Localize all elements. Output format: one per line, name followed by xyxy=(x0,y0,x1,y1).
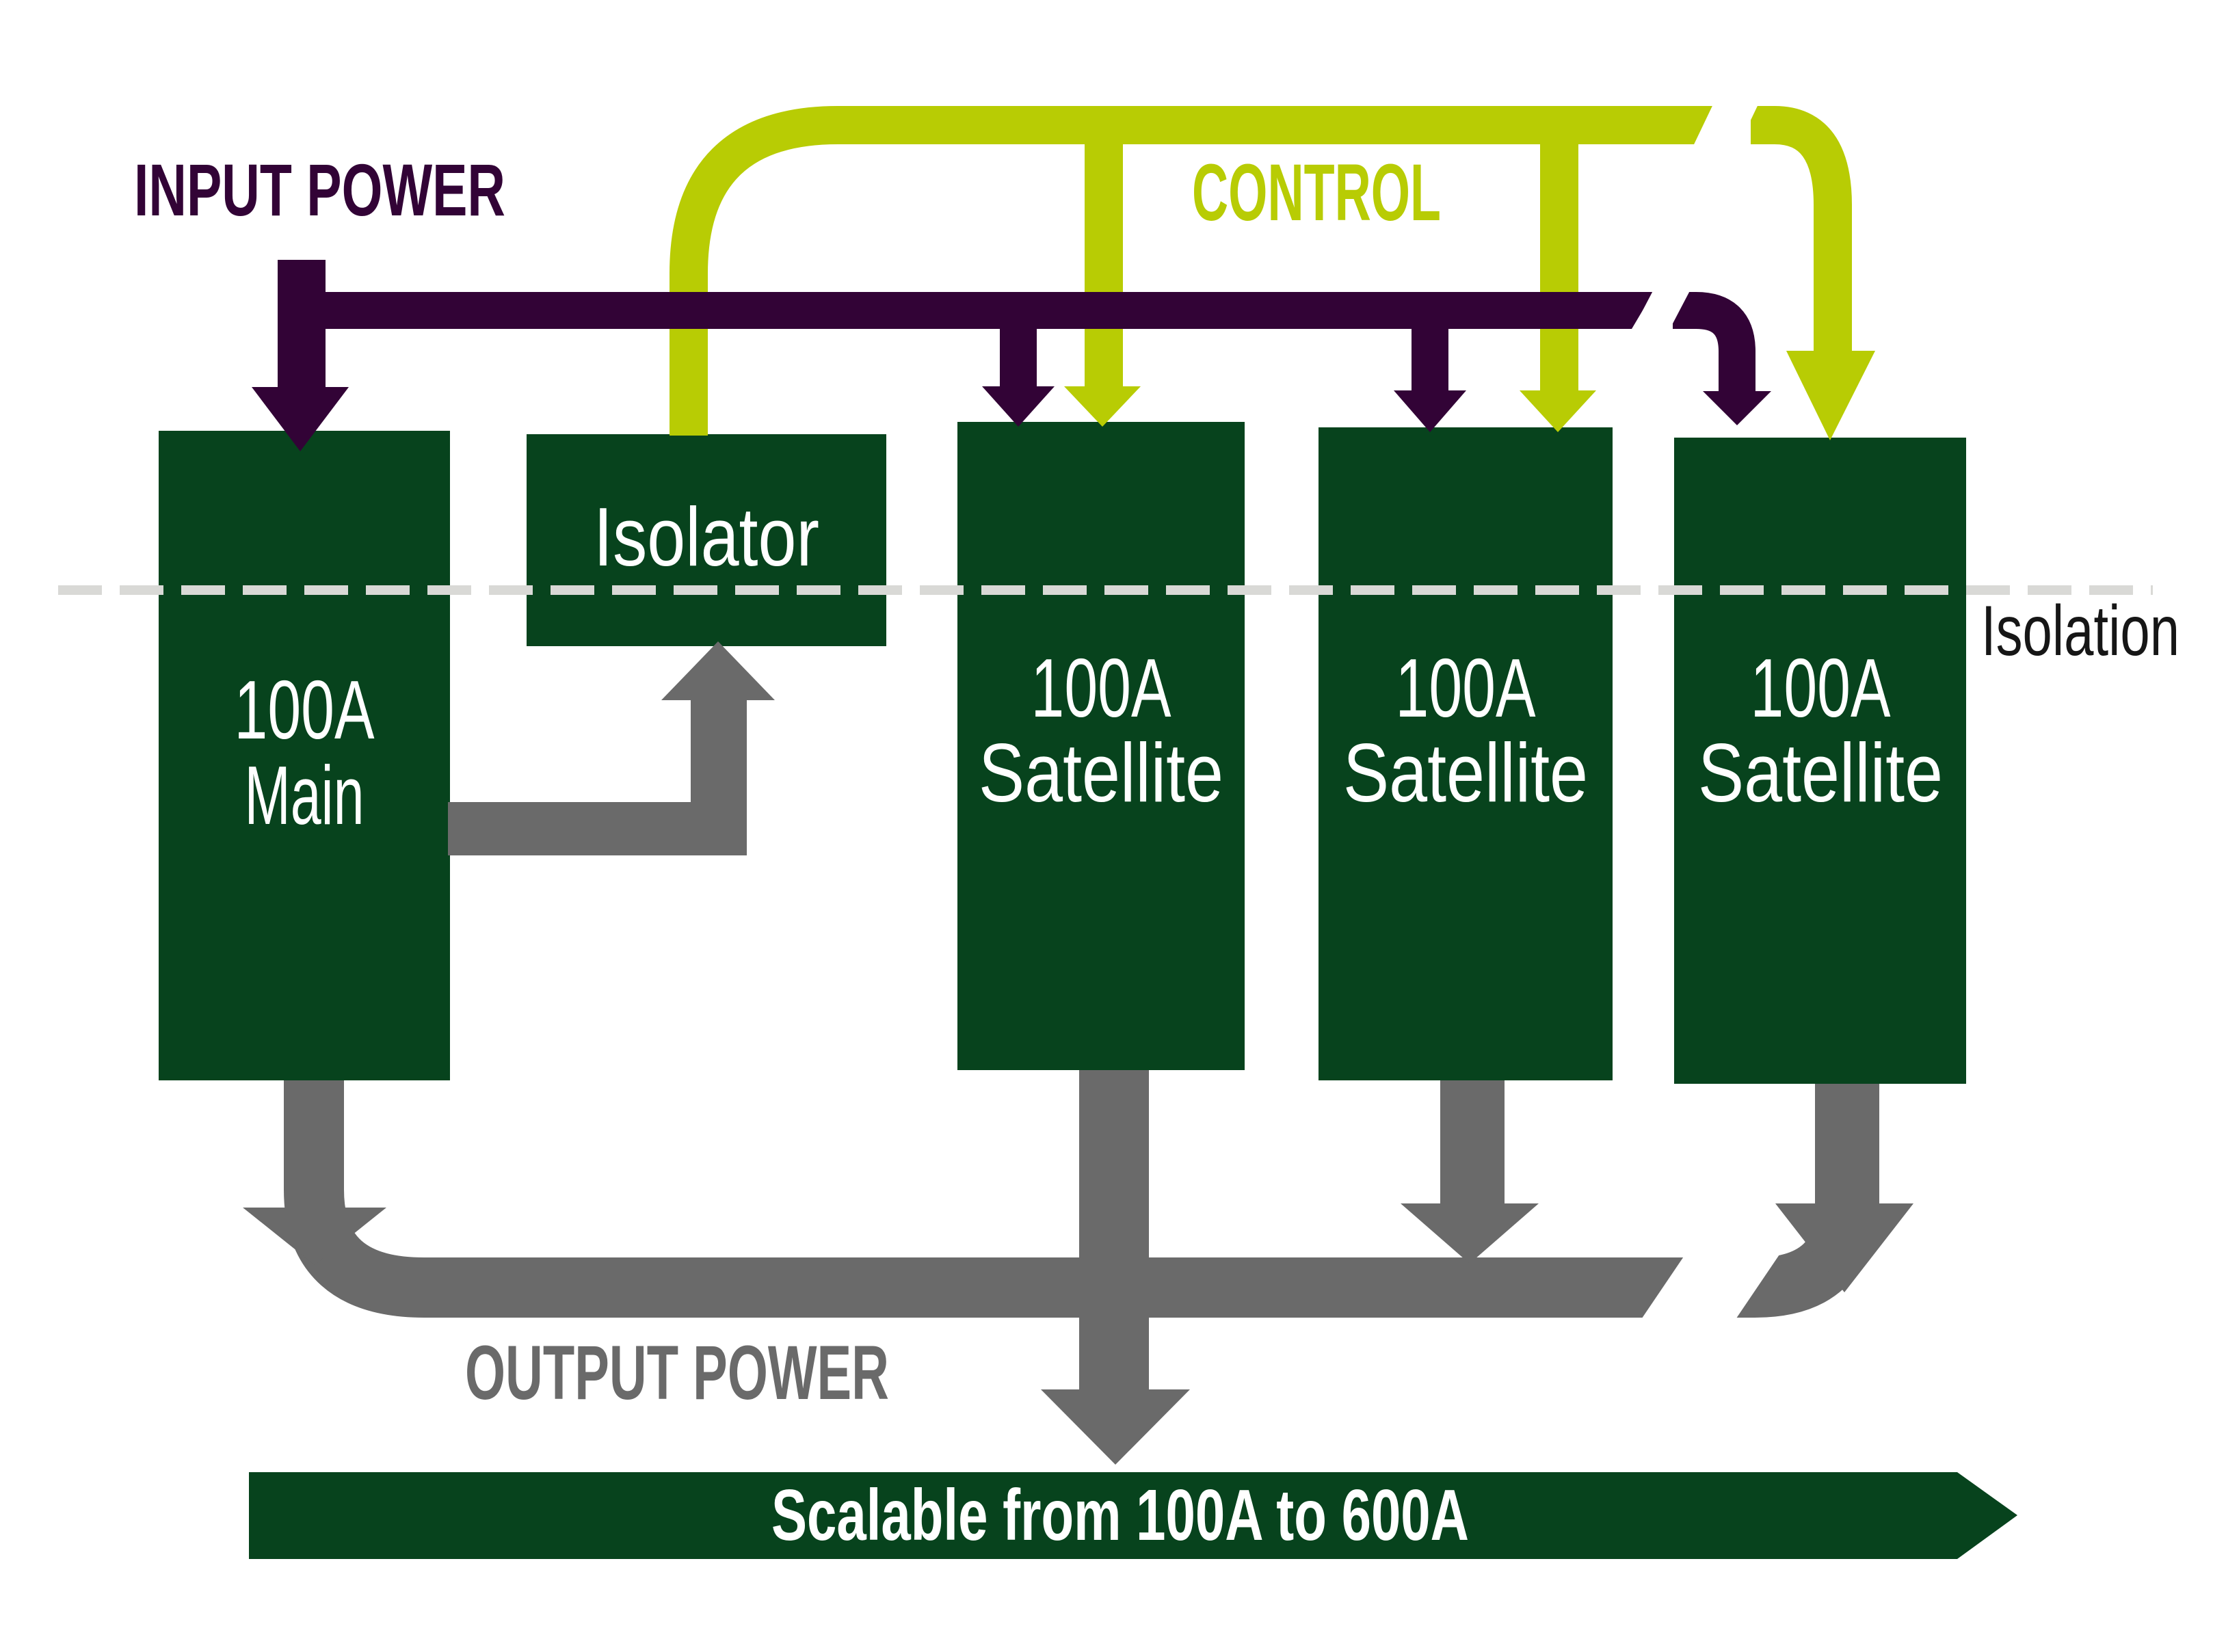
main-box-label-line1: 100A xyxy=(235,663,375,756)
isolation-label: Isolation xyxy=(1981,591,2179,671)
satellite-2-label-line1: 100A xyxy=(1396,641,1536,734)
satellite-2-label-line2: Satellite xyxy=(1343,726,1588,819)
main-box-label-line2: Main xyxy=(245,749,365,842)
control-bus-pipe xyxy=(670,106,1730,436)
output-arrowhead-satellite-3-icon xyxy=(1775,1203,1913,1292)
control-curve-satellite-3 xyxy=(1751,106,1852,354)
input-power-label: INPUT POWER xyxy=(134,148,505,231)
control-drop-satellite-2 xyxy=(1540,144,1578,395)
control-label: CONTROL xyxy=(1192,148,1441,238)
scalability-banner xyxy=(249,1472,2017,1559)
satellite-1-label-line1: 100A xyxy=(1031,641,1171,734)
input-drop-satellite-2 xyxy=(1412,329,1448,393)
output-arrowhead-combined-icon xyxy=(1041,1389,1190,1465)
satellite-3-label-line2: Satellite xyxy=(1698,726,1943,819)
input-hook-satellite-3 xyxy=(1673,292,1755,394)
output-power-label: OUTPUT POWER xyxy=(465,1330,889,1415)
control-drop-satellite-1 xyxy=(1085,144,1123,390)
isolator-box xyxy=(527,434,886,646)
output-arrowhead-main-icon xyxy=(243,1208,386,1265)
satellite-2-box xyxy=(1319,427,1613,1080)
control-arrowhead-satellite-1-icon xyxy=(1064,386,1141,427)
satellite-1-label-line2: Satellite xyxy=(979,726,1223,819)
satellite-1-box xyxy=(957,422,1245,1070)
output-drop-satellite-1 xyxy=(1079,1070,1149,1395)
input-bus-crossing-gap xyxy=(1628,282,1695,339)
control-arrowhead-satellite-3-icon xyxy=(1786,351,1875,440)
satellite-3-label-line1: 100A xyxy=(1751,641,1891,734)
input-arrowhead-satellite-1-icon xyxy=(982,386,1055,427)
output-bus-crossing-gap xyxy=(1632,1244,1786,1333)
input-arrow-shaft xyxy=(278,260,326,391)
control-bus-crossing-gap xyxy=(1688,94,1763,157)
main-to-isolator-riser xyxy=(691,697,747,855)
input-drop-satellite-1 xyxy=(1000,329,1037,389)
isolator-arrowhead-icon xyxy=(661,641,775,700)
output-arrowhead-satellite-2-icon xyxy=(1401,1203,1539,1264)
scalability-banner-label: Scalable from 100A to 600A xyxy=(771,1475,1469,1556)
output-bus-pipe xyxy=(284,1080,1723,1318)
output-drop-satellite-2 xyxy=(1440,1080,1505,1210)
input-arrowhead-satellite-2-icon xyxy=(1394,390,1466,432)
isolator-box-label: Isolator xyxy=(594,490,819,583)
input-arrowhead-satellite-3-icon xyxy=(1703,391,1771,425)
main-unit-box xyxy=(159,431,450,1080)
input-arrowhead-main-icon xyxy=(252,387,349,451)
satellite-3-box xyxy=(1674,438,1966,1084)
control-arrowhead-satellite-2-icon xyxy=(1520,390,1596,432)
input-power-bus xyxy=(278,292,1654,329)
